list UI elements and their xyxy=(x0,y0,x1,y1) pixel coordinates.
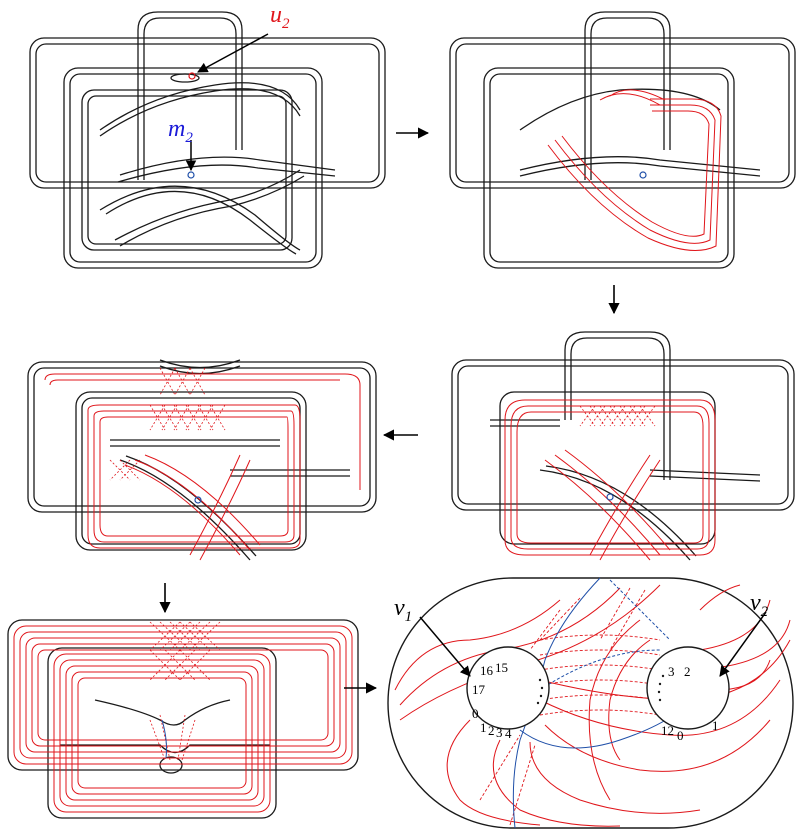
panel-6-surface: 16 15 17 0 1 2 3 4 3 2 12 0 1 xyxy=(387,577,794,829)
boundary-circle-v1 xyxy=(466,646,550,730)
v2-num-3: 3 xyxy=(668,664,675,679)
surface-blue-dashed-curves xyxy=(539,579,671,691)
panel-2-blue-marker xyxy=(639,171,647,179)
v2-dots xyxy=(657,674,665,702)
v1-boundary-numbers: 16 15 17 0 1 2 3 4 xyxy=(472,660,512,741)
panel-2-red-band xyxy=(547,89,722,251)
v2-boundary-numbers: 3 2 12 0 1 xyxy=(661,664,719,743)
v2-pointer-arrow xyxy=(719,611,767,677)
panel-4-dashed-crossings xyxy=(579,405,656,427)
v1-num-17: 17 xyxy=(472,682,486,697)
v1-dots xyxy=(536,678,544,705)
v1-num-2: 2 xyxy=(488,723,495,738)
panel-4-knot-diagram xyxy=(451,331,795,561)
surface-outer-boundary xyxy=(387,577,794,829)
v1-num-4: 4 xyxy=(505,726,512,741)
panel-4-red-curves xyxy=(504,399,716,561)
v2-num-2: 2 xyxy=(684,664,691,679)
panel-2-knot-diagram xyxy=(449,11,796,269)
panel-5-red-curves xyxy=(13,625,353,813)
v2-num-0: 0 xyxy=(677,728,684,743)
panel-4-blue-marker xyxy=(606,493,614,501)
boundary-circle-v2 xyxy=(646,646,730,730)
v1-pointer-arrow xyxy=(419,616,471,677)
m2-marker xyxy=(187,171,195,179)
panel-3-red-curves xyxy=(44,373,361,561)
u2-marker xyxy=(188,72,196,80)
panel-3-dashed-crossings xyxy=(109,367,226,481)
panel-3-blue-marker xyxy=(194,496,202,504)
surface-red-curves xyxy=(394,584,791,827)
label-v1: v1 xyxy=(394,595,412,625)
u2-pointer-arrow xyxy=(197,33,269,73)
label-v2: v2 xyxy=(750,590,769,620)
panel-5-blue-curve xyxy=(161,719,167,759)
v1-num-15: 15 xyxy=(495,660,508,675)
v1-num-0: 0 xyxy=(472,706,479,721)
surface-red-dashed-curves xyxy=(479,587,661,826)
v1-num-16: 16 xyxy=(480,663,494,678)
v2-num-12: 12 xyxy=(661,723,674,738)
v2-num-1: 1 xyxy=(712,718,719,733)
v1-num-3: 3 xyxy=(496,725,503,740)
panel-5-knot-diagram xyxy=(7,619,359,819)
label-u2: u2 xyxy=(270,2,290,32)
label-m2: m2 xyxy=(168,116,193,146)
panel-5-dashed-crossings xyxy=(149,621,221,761)
v1-num-1: 1 xyxy=(480,720,487,735)
panel-1-knot-diagram xyxy=(29,11,386,269)
